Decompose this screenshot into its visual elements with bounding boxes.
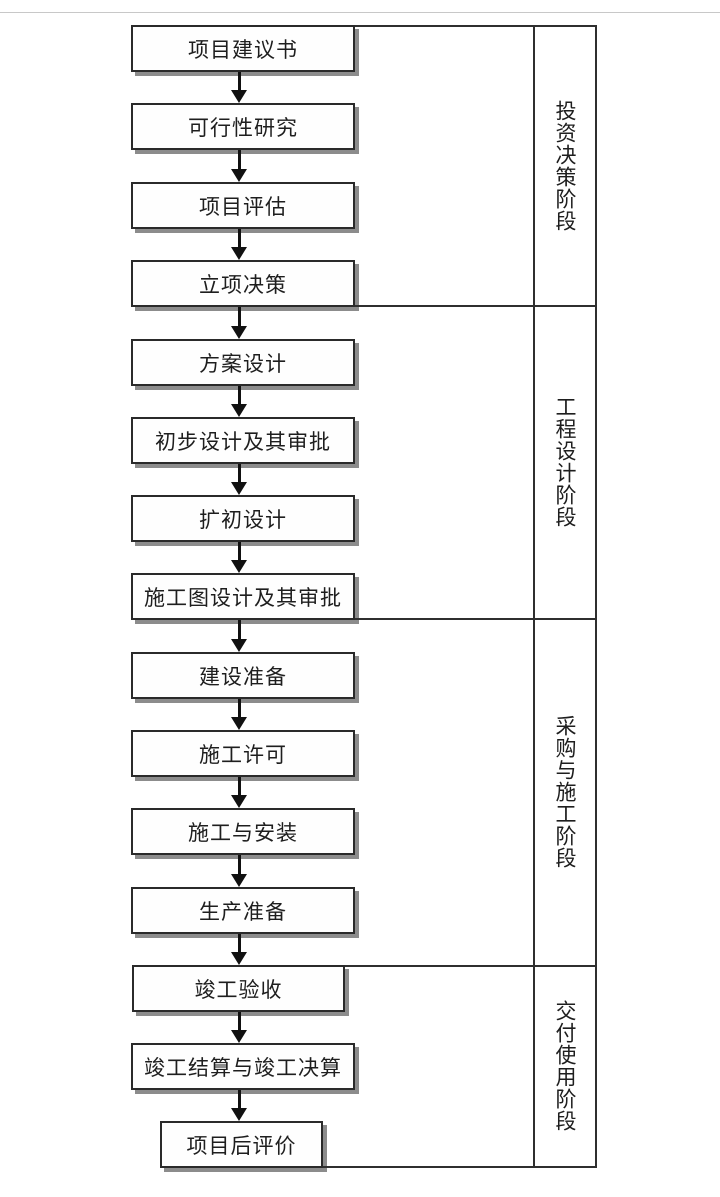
- flow-step-label: 项目后评价: [186, 1133, 297, 1158]
- stage-divider-line: [323, 1166, 597, 1168]
- flow-step-box-9: 建设准备: [131, 652, 355, 699]
- flow-arrow-shaft: [237, 620, 241, 641]
- flow-arrow-shaft: [237, 934, 241, 954]
- flow-step-box-7: 扩初设计: [131, 495, 355, 542]
- flow-step-box-5: 方案设计: [131, 339, 355, 386]
- flow-step-label: 扩初设计: [199, 507, 287, 532]
- stage-label: 采购与施工阶段: [553, 714, 577, 869]
- flow-arrow-shaft: [237, 150, 241, 171]
- down-arrow-icon: [231, 717, 247, 730]
- flow-arrow-shaft: [237, 777, 241, 797]
- flow-arrow-shaft: [237, 307, 241, 328]
- flow-step-box-4: 立项决策: [131, 260, 355, 307]
- flow-step-label: 施工图设计及其审批: [144, 585, 342, 610]
- down-arrow-icon: [231, 795, 247, 808]
- down-arrow-icon: [231, 404, 247, 417]
- down-arrow-icon: [231, 952, 247, 965]
- stage-label: 投资决策阶段: [553, 100, 577, 232]
- flow-step-label: 项目评估: [199, 194, 287, 219]
- stage-column-right-line: [595, 25, 597, 1168]
- flow-step-label: 项目建议书: [188, 37, 298, 62]
- flow-step-box-1: 项目建议书: [131, 25, 355, 72]
- stage-section-4: 交付使用阶段: [533, 965, 597, 1166]
- stage-divider-line: [355, 305, 597, 307]
- flow-step-box-14: 竣工结算与竣工决算: [131, 1043, 355, 1090]
- flow-step-box-11: 施工与安装: [131, 808, 355, 855]
- stage-column-left-line: [533, 25, 535, 1168]
- flow-step-label: 立项决策: [199, 272, 287, 297]
- flow-step-box-6: 初步设计及其审批: [131, 417, 355, 464]
- flow-arrow-shaft: [237, 699, 241, 719]
- down-arrow-icon: [231, 1108, 247, 1121]
- stage-label: 工程设计阶段: [553, 395, 577, 528]
- flow-step-label: 可行性研究: [188, 115, 298, 140]
- stage-section-1: 投资决策阶段: [533, 27, 597, 305]
- stage-section-2: 工程设计阶段: [533, 305, 597, 618]
- flow-arrow-shaft: [237, 1012, 241, 1032]
- down-arrow-icon: [231, 874, 247, 887]
- flow-step-box-13: 竣工验收: [132, 965, 345, 1012]
- flow-arrow-shaft: [237, 1090, 241, 1110]
- down-arrow-icon: [231, 169, 247, 182]
- down-arrow-icon: [231, 482, 247, 495]
- stage-label: 交付使用阶段: [553, 999, 577, 1132]
- stage-divider-line: [345, 965, 597, 967]
- down-arrow-icon: [231, 90, 247, 103]
- flow-arrow-shaft: [237, 542, 241, 562]
- flow-arrow-shaft: [237, 72, 241, 92]
- flow-step-label: 方案设计: [199, 351, 287, 376]
- flow-step-label: 施工许可: [199, 742, 287, 767]
- flow-step-box-3: 项目评估: [131, 182, 355, 229]
- flow-step-label: 施工与安装: [188, 820, 298, 845]
- stage-section-3: 采购与施工阶段: [533, 618, 597, 965]
- flow-arrow-shaft: [237, 464, 241, 484]
- flow-step-box-12: 生产准备: [131, 887, 355, 934]
- flow-step-label: 竣工结算与竣工决算: [144, 1055, 342, 1080]
- flow-step-box-10: 施工许可: [131, 730, 355, 777]
- down-arrow-icon: [231, 1030, 247, 1043]
- down-arrow-icon: [231, 560, 247, 573]
- stage-divider-line: [355, 618, 597, 620]
- down-arrow-icon: [231, 247, 247, 260]
- flow-step-label: 生产准备: [199, 899, 287, 924]
- flow-arrow-shaft: [237, 386, 241, 406]
- down-arrow-icon: [231, 639, 247, 652]
- top-border-line: [0, 12, 720, 13]
- stage-divider-line: [355, 25, 597, 27]
- flow-step-box-2: 可行性研究: [131, 103, 355, 150]
- down-arrow-icon: [231, 326, 247, 339]
- flow-step-box-15: 项目后评价: [160, 1121, 323, 1168]
- flow-arrow-shaft: [237, 855, 241, 876]
- flow-step-label: 竣工验收: [194, 977, 283, 1002]
- flow-step-label: 初步设计及其审批: [155, 429, 331, 454]
- flow-step-label: 建设准备: [199, 664, 287, 689]
- flow-step-box-8: 施工图设计及其审批: [131, 573, 355, 620]
- flow-arrow-shaft: [237, 229, 241, 249]
